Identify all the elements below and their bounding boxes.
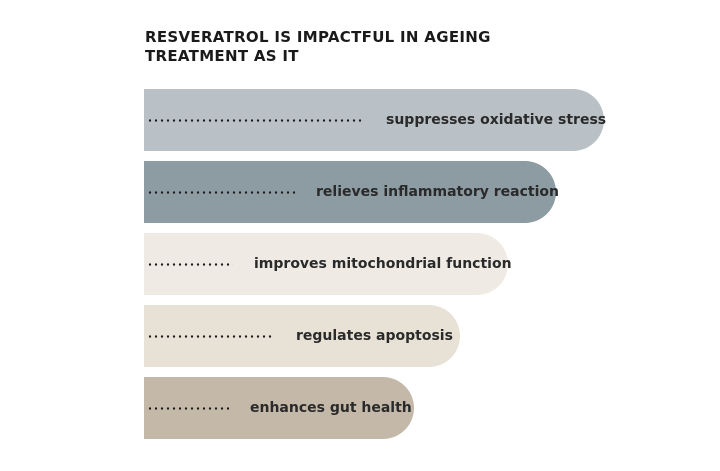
bar-item: regulates apoptosis (144, 305, 460, 367)
bar-label: regulates apoptosis (296, 328, 453, 344)
dotted-leader (147, 190, 295, 194)
bar-label: relieves inflammatory reaction (316, 184, 559, 200)
dotted-leader (147, 334, 275, 338)
bar-label: enhances gut health (250, 400, 412, 416)
bar-label: suppresses oxidative stress (386, 112, 607, 128)
bar-item: improves mitochondrial function (144, 233, 512, 295)
bar-label: improves mitochondrial function (254, 256, 512, 272)
dotted-leader (147, 262, 233, 266)
bar-item: suppresses oxidative stress (144, 89, 607, 151)
diagram-title: RESVERATROL IS IMPACTFUL IN AGEING TREAT… (145, 28, 491, 65)
bar-item: enhances gut health (144, 377, 414, 439)
bar-item: relieves inflammatory reaction (144, 161, 559, 223)
dotted-leader (147, 118, 365, 122)
dotted-leader (147, 406, 229, 410)
